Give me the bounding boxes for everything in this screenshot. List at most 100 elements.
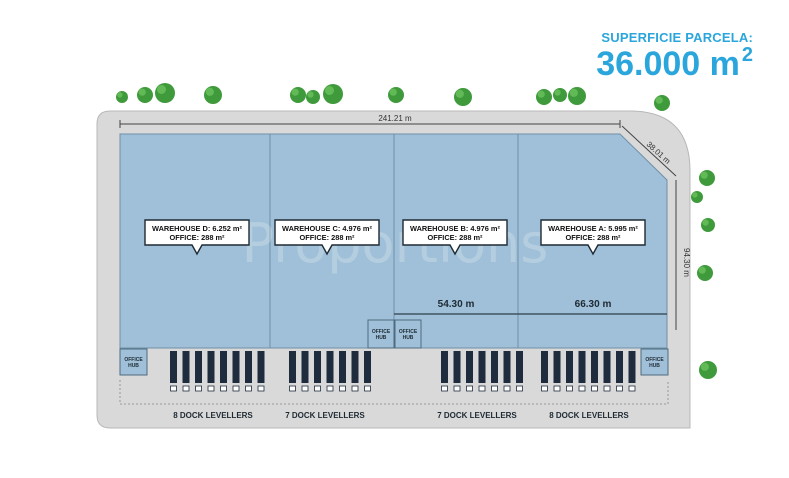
warehouse-office: OFFICE: 288 m² — [169, 233, 225, 242]
dock-door — [289, 351, 296, 383]
dock-door — [466, 351, 473, 383]
dock-leveller — [289, 385, 296, 392]
dock-group: 8 DOCK LEVELLERS — [541, 351, 636, 420]
dock-leveller — [182, 385, 190, 392]
dock-door — [503, 351, 511, 383]
dock-door — [232, 351, 240, 383]
warehouse-name: WAREHOUSE C: 4.976 m² — [282, 224, 372, 233]
dock-door — [245, 351, 252, 383]
top-dimension: 241.21 m — [119, 114, 621, 128]
tree-icon — [697, 265, 713, 281]
office-hub-label: HUB — [403, 335, 414, 341]
dock-leveller — [553, 385, 561, 392]
dock-leveller — [339, 385, 346, 392]
dock-group-label: 7 DOCK LEVELLERS — [437, 411, 517, 420]
dock-leveller — [195, 385, 202, 392]
dock-leveller — [257, 385, 265, 392]
warehouse-a-width: 66.30 m — [575, 299, 612, 310]
dock-door — [351, 351, 359, 383]
dock-door — [170, 351, 177, 383]
tree-icon — [323, 84, 343, 104]
dock-door — [591, 351, 598, 383]
dock-group-label: 8 DOCK LEVELLERS — [173, 411, 253, 420]
dock-door — [326, 351, 334, 383]
tree-icon — [654, 95, 670, 111]
dock-door — [541, 351, 548, 383]
dock-group-label: 8 DOCK LEVELLERS — [549, 411, 629, 420]
dock-leveller — [220, 385, 227, 392]
dock-door — [603, 351, 611, 383]
dock-leveller — [616, 385, 623, 392]
warehouse-office: OFFICE: 288 m² — [565, 233, 621, 242]
tree-icon — [388, 87, 404, 103]
dock-door — [182, 351, 190, 383]
dock-door — [195, 351, 202, 383]
dock-leveller — [591, 385, 598, 392]
dock-door — [628, 351, 636, 383]
dock-door — [616, 351, 623, 383]
dock-door — [478, 351, 486, 383]
dock-leveller — [628, 385, 636, 392]
office-hub-label: HUB — [128, 363, 139, 369]
office-hub-label: HUB — [649, 363, 660, 369]
dock-door — [364, 351, 371, 383]
office-hub-label: HUB — [376, 335, 387, 341]
dock-leveller — [364, 385, 371, 392]
tree-icon — [701, 218, 715, 232]
dock-door — [339, 351, 346, 383]
top-dimension-label: 241.21 m — [378, 114, 412, 123]
dock-door — [516, 351, 523, 383]
dock-leveller — [351, 385, 359, 392]
dock-leveller — [566, 385, 573, 392]
dock-leveller — [441, 385, 448, 392]
tree-icon — [553, 88, 567, 102]
right-dimension: 94.30 m — [675, 180, 691, 330]
dock-leveller — [326, 385, 334, 392]
dock-door — [257, 351, 265, 383]
dock-leveller — [453, 385, 461, 392]
tree-icon — [699, 361, 717, 379]
dock-door — [314, 351, 321, 383]
dock-door — [441, 351, 448, 383]
dock-leveller — [245, 385, 252, 392]
tree-icon — [137, 87, 153, 103]
warehouse-name: WAREHOUSE A: 5.995 m² — [548, 224, 638, 233]
dock-door — [566, 351, 573, 383]
dock-door — [301, 351, 309, 383]
dock-door — [453, 351, 461, 383]
dock-leveller — [466, 385, 473, 392]
tree-icon — [568, 87, 586, 105]
tree-icon — [155, 83, 175, 103]
dock-door — [578, 351, 586, 383]
dock-leveller — [170, 385, 177, 392]
dock-group: 8 DOCK LEVELLERS — [170, 351, 265, 420]
dock-leveller — [207, 385, 215, 392]
warehouse-office: OFFICE: 288 m² — [299, 233, 355, 242]
tree-icon — [290, 87, 306, 103]
dock-group-label: 7 DOCK LEVELLERS — [285, 411, 365, 420]
tree-icon — [204, 86, 222, 104]
warehouse-name: WAREHOUSE B: 4.976 m² — [410, 224, 500, 233]
dock-door — [553, 351, 561, 383]
dock-leveller — [503, 385, 511, 392]
tree-icon — [454, 88, 472, 106]
dock-leveller — [491, 385, 498, 392]
office-hub-label: OFFICE — [124, 357, 143, 363]
dock-leveller — [232, 385, 240, 392]
dock-group: 7 DOCK LEVELLERS — [285, 351, 371, 420]
yard-boundary — [120, 380, 669, 405]
dock-leveller — [541, 385, 548, 392]
tree-icon — [691, 191, 703, 203]
dock-leveller — [314, 385, 321, 392]
right-dimension-label: 94.30 m — [682, 248, 691, 277]
tree-icon — [116, 91, 128, 103]
